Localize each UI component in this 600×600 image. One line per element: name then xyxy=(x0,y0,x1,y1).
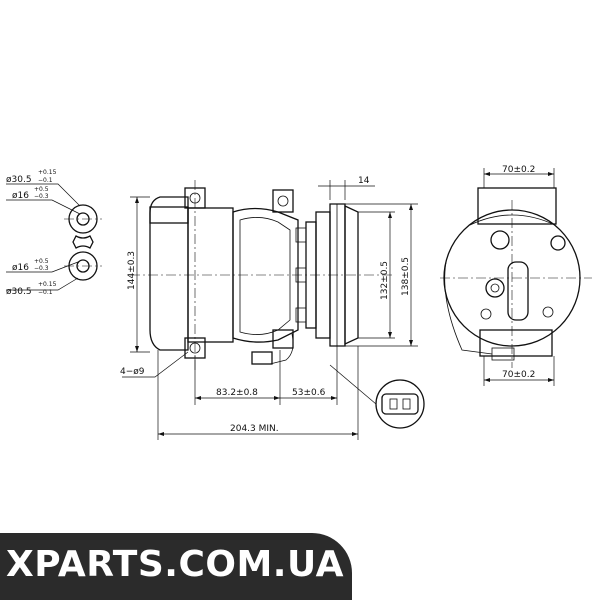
port-bottom-inner-tol-upper: +0.5 xyxy=(34,258,49,265)
connector-plug xyxy=(251,351,273,365)
rear-housing xyxy=(149,196,189,351)
connector-pin-1 xyxy=(389,398,398,410)
dim-138-label: 138±0.5 xyxy=(401,257,411,296)
end-port-top xyxy=(490,230,510,250)
port-bottom-outer-tol-lower: −0.1 xyxy=(38,289,53,296)
port-top-inner-label: ø16 xyxy=(12,191,29,201)
end-connector xyxy=(491,347,515,361)
port-bottom-inner-label: ø16 xyxy=(12,263,29,273)
port-bottom-inner-tol-lower: −0.3 xyxy=(34,265,49,272)
port-bottom-outer-tol-upper: +0.15 xyxy=(38,281,57,288)
wire xyxy=(269,333,294,365)
dim-144-label: 144±0.3 xyxy=(127,251,137,290)
connector-pin-2 xyxy=(402,398,411,410)
dim-53-label: 53±0.6 xyxy=(292,388,326,398)
watermark-band xyxy=(0,533,352,600)
end-bolt-right xyxy=(542,306,554,318)
mount-ear-front-bottom xyxy=(272,329,294,349)
watermark-text: XPARTS.COM.UA xyxy=(6,544,344,585)
mount-hole-front-top xyxy=(277,195,289,207)
end-wire xyxy=(444,261,493,355)
mount-ear-front-top xyxy=(272,189,294,213)
front-housing-inner xyxy=(239,217,291,335)
end-view-dimensions xyxy=(483,168,555,386)
end-view xyxy=(440,187,592,368)
connector-face xyxy=(381,393,419,415)
port-top-inner-tol-upper: +0.5 xyxy=(34,186,49,193)
dim-132-label: 132±0.5 xyxy=(380,261,390,300)
rear-cap xyxy=(149,206,189,224)
dim-mount-holes-label: 4−ø9 xyxy=(120,367,145,377)
port-top-inner-tol-lower: −0.3 xyxy=(34,193,49,200)
end-top-block xyxy=(477,187,557,225)
connector-detail xyxy=(329,364,425,429)
port-top-outer-tol-upper: +0.15 xyxy=(38,169,57,176)
end-port-right xyxy=(550,235,566,251)
dim-end-top-label: 70±0.2 xyxy=(502,165,535,175)
end-bolt-left xyxy=(480,308,492,320)
end-bottom-block xyxy=(479,329,553,357)
end-center-port-inner xyxy=(490,283,500,293)
port-detail xyxy=(6,183,102,291)
dim-83-label: 83.2±0.8 xyxy=(216,388,258,398)
front-housing xyxy=(232,207,299,343)
port-top-outer-tol-lower: −0.1 xyxy=(38,177,53,184)
side-view-dimensions xyxy=(122,180,418,440)
connector-detail-circle xyxy=(375,379,425,429)
port-top-outer-label: ø30.5 xyxy=(6,175,32,185)
dim-end-bottom-label: 70±0.2 xyxy=(502,370,535,380)
port-bottom-outer-label: ø30.5 xyxy=(6,287,32,297)
dim-overall-label: 204.3 MIN. xyxy=(230,424,279,434)
end-slot xyxy=(507,261,529,321)
end-center-port xyxy=(485,278,505,298)
dim-14-label: 14 xyxy=(358,176,370,186)
port-bridge xyxy=(72,235,94,249)
side-view xyxy=(130,180,395,372)
